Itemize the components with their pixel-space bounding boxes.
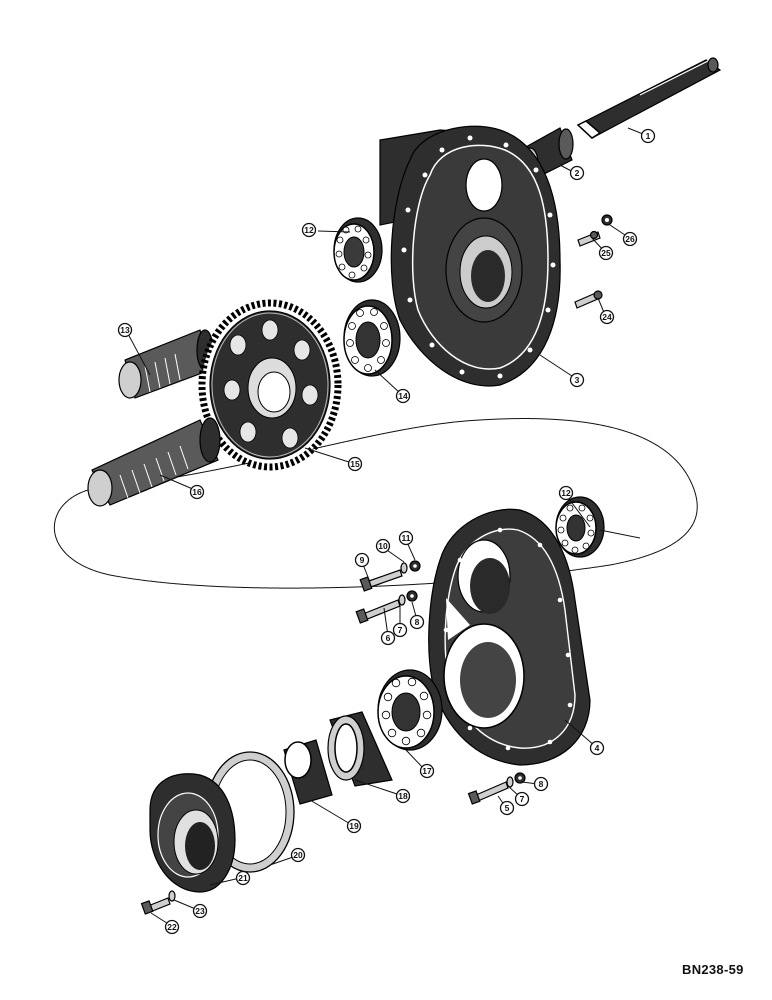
callout-14: 14 <box>395 388 411 404</box>
nut-part-26 <box>601 214 613 226</box>
callout-12-lower-label: 12 <box>561 488 571 498</box>
stud-part-25 <box>577 230 601 247</box>
callout-8-upper-label: 8 <box>415 617 420 627</box>
callout-17: 17 <box>419 763 435 779</box>
bearing-part-17 <box>377 669 443 751</box>
callout-12-lower: 12 <box>558 485 574 501</box>
callout-18-label: 18 <box>398 791 408 801</box>
callout-4: 4 <box>589 740 605 756</box>
callout-20-label: 20 <box>293 850 303 860</box>
callout-7-lower: 7 <box>514 791 530 807</box>
callout-1: 1 <box>640 128 656 144</box>
washer-part-10 <box>400 562 408 574</box>
callout-9: 9 <box>354 552 370 568</box>
washer-part-23 <box>168 890 176 902</box>
washer-part-7-lower <box>506 776 514 788</box>
callout-23-label: 23 <box>195 906 205 916</box>
nut-part-8-upper <box>406 590 418 602</box>
callout-8-lower: 8 <box>533 776 549 792</box>
callout-5: 5 <box>499 800 515 816</box>
callout-26-label: 26 <box>625 234 635 244</box>
callout-3: 3 <box>569 372 585 388</box>
nut-part-11 <box>409 560 421 572</box>
callout-19-label: 19 <box>349 821 359 831</box>
callout-8-upper: 8 <box>409 614 425 630</box>
bearing-part-14 <box>343 299 401 377</box>
callout-13-label: 13 <box>120 325 130 335</box>
callout-15-label: 15 <box>350 459 360 469</box>
group-boundary-loop <box>53 418 698 589</box>
bolt-part-6 <box>355 599 401 624</box>
callout-19: 19 <box>346 818 362 834</box>
callout-24-label: 24 <box>602 312 612 322</box>
callout-12-upper: 12 <box>301 222 317 238</box>
callout-18: 18 <box>395 788 411 804</box>
callout-2: 2 <box>569 165 585 181</box>
bearing-race-part-18 <box>327 711 393 787</box>
bolt-part-5 <box>467 781 509 805</box>
callout-16-label: 16 <box>192 487 202 497</box>
callout-21-label: 21 <box>238 873 248 883</box>
callout-20: 20 <box>290 847 306 863</box>
callout-2-label: 2 <box>575 168 580 178</box>
end-cover-part-21 <box>149 773 236 893</box>
upper-housing-part-3 <box>379 125 561 387</box>
bearing-part-12-upper <box>333 217 383 283</box>
callout-3-label: 3 <box>575 375 580 385</box>
bolt-part-22 <box>140 897 171 915</box>
callout-1-label: 1 <box>646 131 651 141</box>
callout-11-label: 11 <box>402 533 411 543</box>
callout-21: 21 <box>235 870 251 886</box>
callout-16: 16 <box>189 484 205 500</box>
callout-23: 23 <box>192 903 208 919</box>
callout-7-lower-label: 7 <box>520 794 525 804</box>
callout-6-label: 6 <box>386 633 391 643</box>
callout-22: 22 <box>164 919 180 935</box>
gear-part-15 <box>198 299 342 471</box>
callout-10-label: 10 <box>378 541 388 551</box>
callout-4-label: 4 <box>595 743 600 753</box>
callout-9-label: 9 <box>360 555 365 565</box>
callout-7: 7 <box>392 622 408 638</box>
shaft-part-1 <box>576 57 722 139</box>
bushing-part-19 <box>283 739 333 805</box>
bearing-part-12-lower <box>555 496 605 558</box>
callout-6: 6 <box>380 630 396 646</box>
callout-15: 15 <box>347 456 363 472</box>
callout-10: 10 <box>375 538 391 554</box>
splined-shaft-part-16 <box>87 417 221 507</box>
callout-5-label: 5 <box>505 803 510 813</box>
nut-part-8-lower <box>514 772 526 784</box>
callout-17-label: 17 <box>422 766 432 776</box>
callout-26: 26 <box>622 231 638 247</box>
washer-part-7 <box>398 594 406 606</box>
callout-25-label: 25 <box>601 248 611 258</box>
callout-22-label: 22 <box>167 922 177 932</box>
callout-13: 13 <box>117 322 133 338</box>
callout-24: 24 <box>599 309 615 325</box>
callout-11: 11 <box>398 530 414 546</box>
bolt-part-24 <box>574 290 603 309</box>
lower-housing-part-4 <box>428 508 591 766</box>
document-code: BN238-59 <box>682 962 744 977</box>
callout-14-label: 14 <box>398 391 408 401</box>
callout-12-upper-label: 12 <box>304 225 314 235</box>
callout-7-label: 7 <box>398 625 403 635</box>
callout-8-lower-label: 8 <box>539 779 544 789</box>
callout-25: 25 <box>598 245 614 261</box>
